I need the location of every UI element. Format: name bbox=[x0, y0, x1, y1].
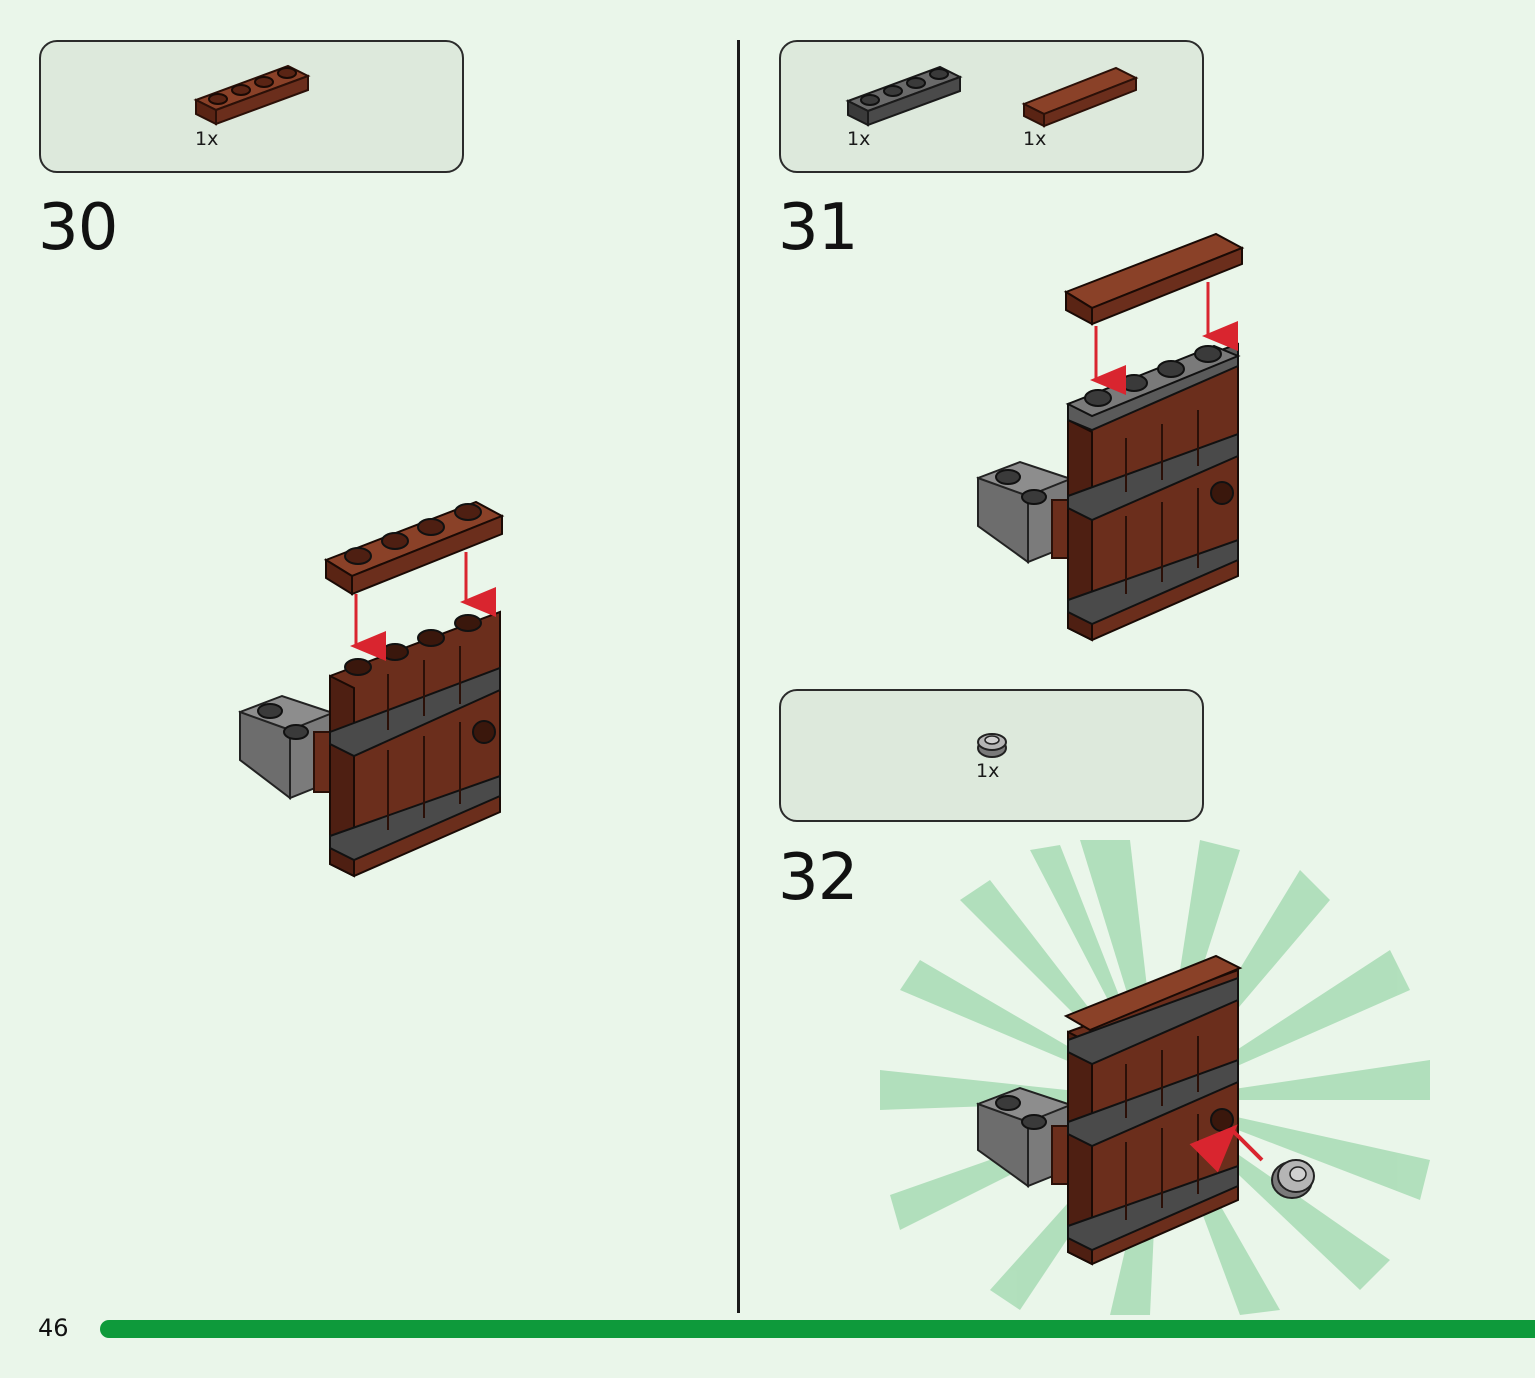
build-step-32 bbox=[976, 954, 1315, 1266]
build-step-31 bbox=[976, 232, 1245, 642]
qty-step-31-part-1: 1x bbox=[847, 128, 871, 150]
column-divider bbox=[737, 40, 740, 1313]
part-brown-tile-1x4 bbox=[1021, 66, 1139, 128]
part-round-plate-1x1 bbox=[977, 733, 1007, 758]
step-number-31: 31 bbox=[778, 191, 858, 265]
page-number: 46 bbox=[38, 1314, 69, 1342]
qty-step-31-part-2: 1x bbox=[1023, 128, 1047, 150]
build-step-30 bbox=[238, 500, 505, 878]
part-dark-gray-plate-1x4 bbox=[845, 65, 963, 127]
qty-step-32-part-1: 1x bbox=[976, 760, 1000, 782]
step-number-30: 30 bbox=[38, 191, 118, 265]
progress-bar bbox=[100, 1320, 1535, 1338]
qty-step-30-part-1: 1x bbox=[195, 128, 219, 150]
part-brown-plate-1x4 bbox=[193, 64, 311, 126]
step-number-32: 32 bbox=[778, 841, 858, 915]
